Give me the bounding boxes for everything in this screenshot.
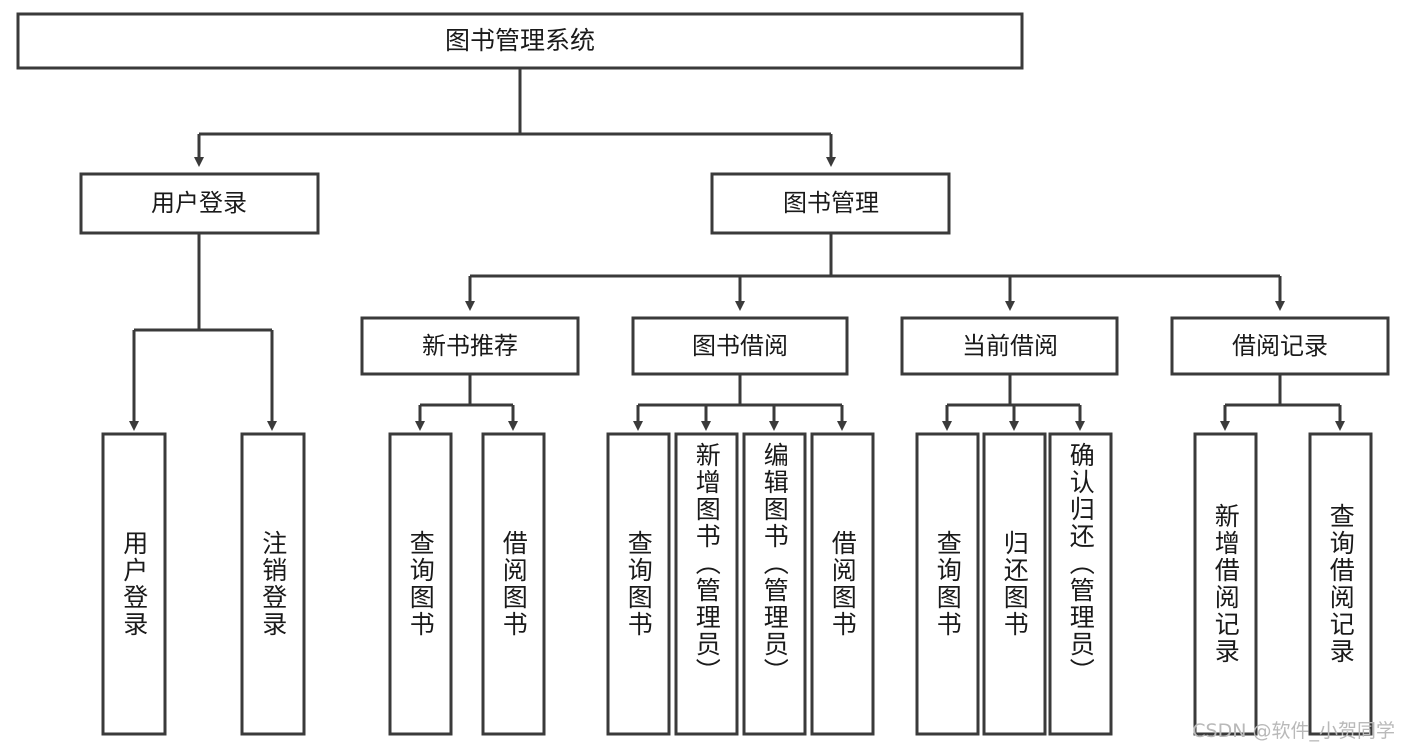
node-borrow-record-label: 借阅记录	[1232, 332, 1328, 360]
node-current-borrow[interactable]: 当前借阅	[900, 316, 1119, 376]
connector-record-to-leaves	[1220, 374, 1345, 431]
node-leaf-query-borrow-record[interactable]	[1308, 432, 1373, 736]
connector-current-to-leaves	[942, 374, 1085, 431]
node-user-login-label: 用户登录	[151, 189, 247, 217]
node-book-borrow[interactable]: 图书借阅	[631, 316, 849, 376]
node-user-login[interactable]: 用户登录	[79, 172, 320, 235]
node-leaf-logout[interactable]	[240, 432, 306, 736]
node-book-management-label: 图书管理	[783, 189, 879, 217]
node-new-book-recommend[interactable]: 新书推荐	[360, 316, 580, 376]
node-leaf-borrow-book[interactable]	[810, 432, 875, 736]
node-leaf-query-book-current[interactable]	[915, 432, 980, 736]
connector-bookmgmt-to-level3	[465, 233, 1285, 311]
node-book-management[interactable]: 图书管理	[710, 172, 951, 235]
node-borrow-record[interactable]: 借阅记录	[1170, 316, 1390, 376]
connector-userlogin-to-leaves	[129, 233, 277, 431]
node-current-borrow-label: 当前借阅	[962, 332, 1058, 360]
watermark: CSDN @软件_小贺同学	[1192, 720, 1395, 742]
node-leaf-add-book-admin[interactable]	[674, 432, 739, 736]
node-leaf-query-book-new[interactable]	[388, 432, 453, 736]
node-leaf-query-book-borrow[interactable]	[606, 432, 671, 736]
connector-newbook-to-leaves	[415, 374, 518, 431]
node-leaf-borrow-book-new[interactable]	[481, 432, 546, 736]
connector-borrow-to-leaves	[633, 374, 847, 431]
connector-root-to-level2	[194, 68, 836, 167]
node-root-label: 图书管理系统	[445, 26, 595, 55]
node-leaf-confirm-return-admin[interactable]	[1048, 432, 1113, 736]
node-book-borrow-label: 图书借阅	[692, 332, 788, 360]
node-new-book-recommend-label: 新书推荐	[422, 332, 518, 360]
node-leaf-add-borrow-record[interactable]	[1193, 432, 1258, 736]
node-leaf-user-login[interactable]	[101, 432, 167, 736]
node-leaf-return-book[interactable]	[982, 432, 1047, 736]
node-leaf-edit-book-admin[interactable]	[742, 432, 807, 736]
node-root-system[interactable]: 图书管理系统	[16, 12, 1024, 70]
